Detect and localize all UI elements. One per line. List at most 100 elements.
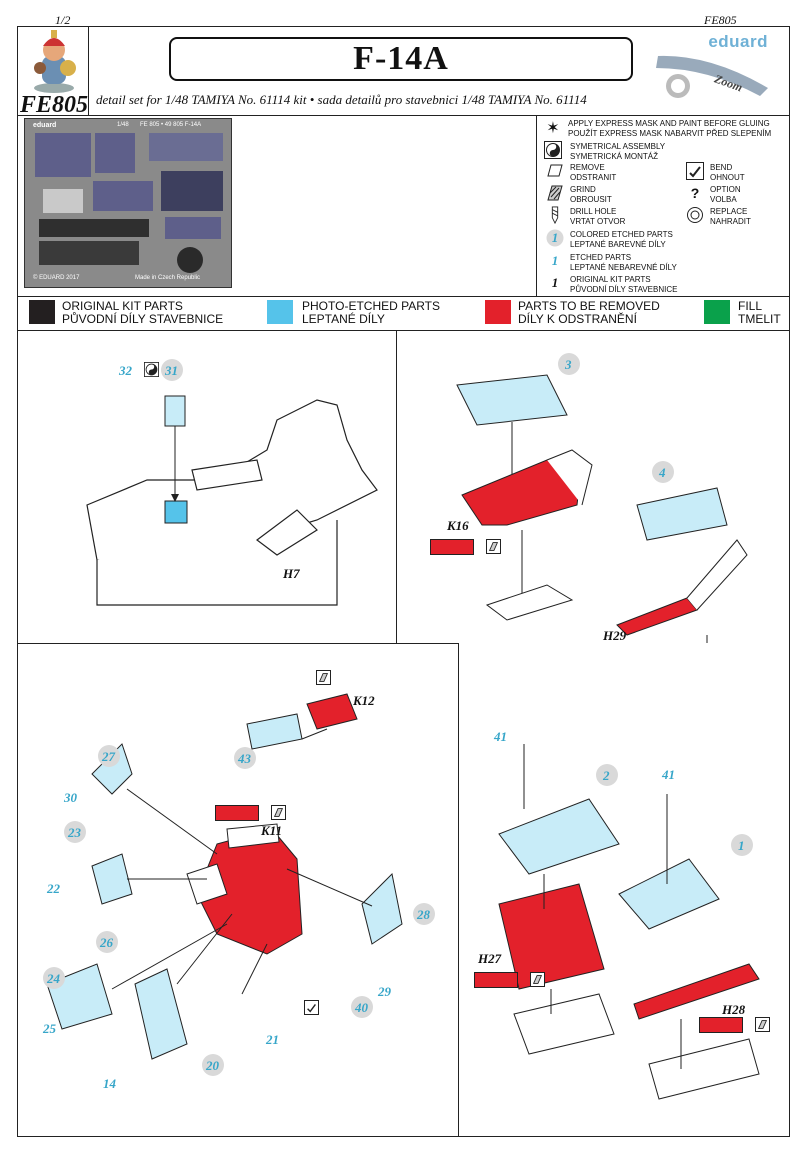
- fret-part-group: [95, 133, 135, 173]
- legend-express-mask: APPLY EXPRESS MASK AND PAINT BEFORE GLUI…: [568, 119, 772, 138]
- legend-option: OPTION VOLBA: [710, 185, 741, 204]
- part-4: 4: [659, 465, 666, 480]
- part-circle: [413, 903, 435, 925]
- part-26: 26: [100, 935, 113, 950]
- zoom-swoosh-icon: [656, 55, 768, 98]
- label-h29: H29: [603, 628, 627, 643]
- part-40: 40: [355, 1000, 368, 1015]
- swatch-original: [29, 300, 55, 324]
- fret-copyright: © EDUARD 2017: [33, 275, 80, 281]
- part-3: 3: [565, 357, 572, 372]
- part-43: 43: [238, 751, 251, 766]
- legend-remove: REMOVE ODSTRANIT: [570, 163, 617, 182]
- part-25: 25: [43, 1021, 56, 1036]
- label-k12: K12: [353, 693, 375, 708]
- panel-divider-top: [396, 330, 397, 643]
- grind-icon: [755, 1017, 770, 1032]
- brand-logo: eduard Zoom: [650, 30, 782, 110]
- original-icon: 1: [551, 275, 559, 290]
- label-k11: K11: [261, 823, 282, 838]
- key-fill: FILL TMELIT: [738, 299, 781, 326]
- fret-scale: 1/48: [117, 122, 129, 128]
- title-box: F-14A: [169, 37, 633, 81]
- header-divider: [17, 115, 790, 116]
- label-h28: H28: [722, 1002, 746, 1017]
- logo-divider: [88, 26, 89, 115]
- grind-icon: [316, 670, 331, 685]
- part-20: 20: [206, 1058, 219, 1073]
- panel-h7-drawing: [86, 395, 378, 606]
- subtitle: detail set for 1/48 TAMIYA No. 61114 kit…: [96, 92, 587, 107]
- key-photo-etched: PHOTO-ETCHED PARTS LEPTANÉ DÍLY: [302, 299, 441, 326]
- symmetrical-icon: [144, 362, 159, 377]
- bend-icon: [686, 162, 704, 180]
- replace-icon: [687, 207, 703, 223]
- symmetrical-icon: [544, 141, 562, 159]
- page-title: F-14A: [353, 40, 449, 77]
- label-h7: H7: [283, 566, 300, 581]
- legend-grind: GRIND OBROUSIT: [570, 185, 612, 204]
- fret-part-group: [39, 219, 149, 237]
- fret-photo: eduard 1/48 FE 805 • 49 805 F-14A © EDUA…: [24, 118, 232, 288]
- grind-icon: [547, 185, 563, 201]
- swatch-photo-etched: [267, 300, 293, 324]
- code-badge: FE805: [20, 92, 89, 118]
- grind-icon: [530, 972, 545, 987]
- page-indicator: 1/2: [55, 13, 71, 27]
- colored-etched-icon: 1: [546, 229, 564, 247]
- part-32: 32: [119, 363, 132, 378]
- fret-brand: eduard: [33, 122, 57, 129]
- page-frame: [17, 26, 790, 1137]
- part-circle: [731, 834, 753, 856]
- option-icon: ?: [690, 185, 700, 201]
- swatch-fill: [704, 300, 730, 324]
- remove-swatch: [215, 805, 259, 821]
- key-remove: PARTS TO BE REMOVED DÍLY K ODSTRANĚNÍ: [518, 299, 660, 326]
- swatch-remove: [485, 300, 511, 324]
- bend-icon: [304, 1000, 319, 1015]
- part-22: 22: [47, 881, 60, 896]
- panel-divider-left: [17, 643, 458, 644]
- legend-etched: ETCHED PARTS LEPTANÉ NEBAREVNÉ DÍLY: [570, 253, 677, 272]
- panel-cockpit-drawing: [46, 693, 403, 1060]
- part-27: 27: [102, 749, 115, 764]
- express-mask-icon: ✶: [546, 120, 560, 137]
- legend-symmetrical: SYMETRICAL ASSEMBLY SYMETRICKÁ MONTÁŽ: [570, 142, 666, 161]
- part-circle: [351, 996, 373, 1018]
- fret-legend-divider: [536, 115, 537, 296]
- fret-part-group: [93, 181, 153, 211]
- part-circle: [558, 353, 580, 375]
- legend-original: ORIGINAL KIT PARTS PŮVODNÍ DÍLY STAVEBNI…: [570, 275, 678, 294]
- etched-icon: 1: [551, 253, 559, 268]
- key-bottom-divider: [17, 330, 790, 331]
- part-circle: [161, 359, 183, 381]
- legend-bend: BEND OHNOUT: [710, 163, 745, 182]
- part-2: 2: [603, 768, 610, 783]
- part-1: 1: [738, 838, 745, 853]
- fret-part-group: [149, 133, 223, 161]
- part-23: 23: [68, 825, 81, 840]
- panel-k16-drawing: [456, 374, 748, 643]
- part-41a: 41: [494, 729, 507, 744]
- fret-bottom-divider: [17, 296, 790, 297]
- fret-made-in: Made in Czech Republic: [135, 275, 201, 281]
- part-circle: [96, 931, 118, 953]
- part-circle: [596, 764, 618, 786]
- legend-replace: REPLACE NAHRADIT: [710, 207, 751, 226]
- legend-drill: DRILL HOLE VRTAT OTVOR: [570, 207, 626, 226]
- part-21: 21: [266, 1032, 279, 1047]
- fret-part-group: [161, 171, 223, 211]
- grind-icon: [271, 805, 286, 820]
- panel-h27-drawing: [498, 744, 760, 1100]
- part-30: 30: [64, 790, 77, 805]
- fret-code: FE 805 • 49 805 F-14A: [140, 122, 202, 128]
- part-24: 24: [47, 971, 60, 986]
- fret-part-group: [177, 247, 203, 273]
- brand-name: eduard: [708, 32, 768, 51]
- part-14: 14: [103, 1076, 116, 1091]
- remove-swatch: [699, 1017, 743, 1033]
- part-circle: [98, 745, 120, 767]
- part-28: 28: [417, 907, 430, 922]
- remove-swatch: [474, 972, 518, 988]
- part-circle: [64, 821, 86, 843]
